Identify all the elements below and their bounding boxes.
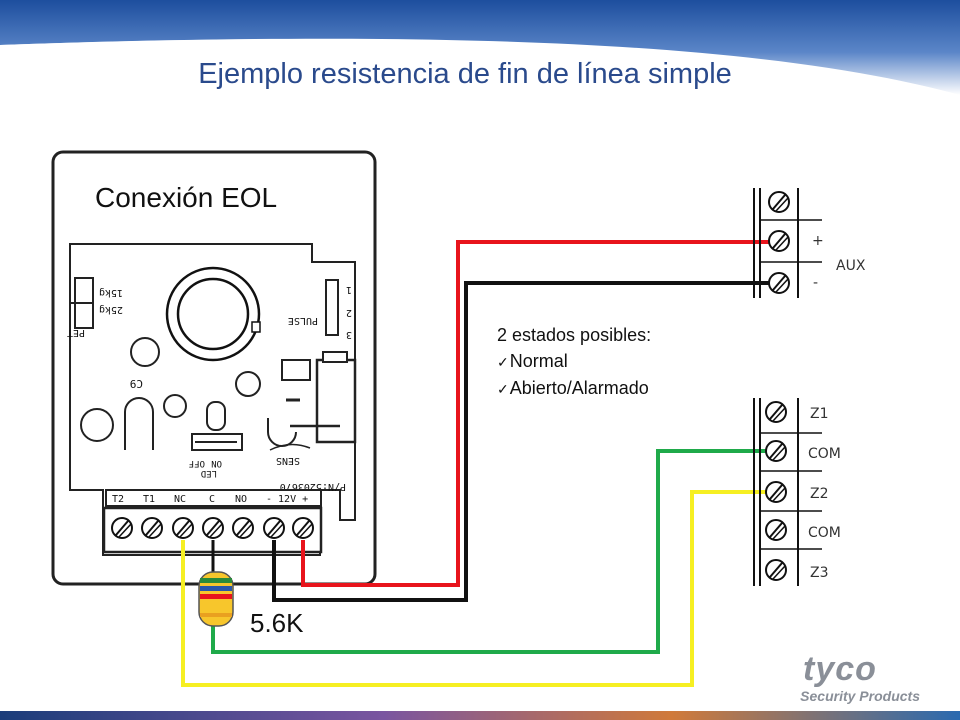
part-number-mark: P/N:5203670: [280, 481, 346, 492]
states-list: 2 estados posibles: Normal Abierto/Alarm…: [497, 322, 651, 402]
top-band: [0, 0, 960, 95]
wire-green: [211, 449, 772, 654]
terminal-label-nc: NC: [174, 494, 186, 505]
pulse-mark: PULSE: [288, 315, 318, 326]
zone-label-z2: Z2: [810, 486, 829, 502]
logo-brand: tyco: [803, 650, 877, 688]
states-heading: 2 estados posibles:: [497, 325, 652, 345]
zone-label-z1: Z1: [810, 406, 829, 422]
aux-label: AUX: [836, 258, 866, 274]
pulse-number-2: 2: [346, 307, 352, 318]
sens-mark: SENS: [276, 455, 300, 466]
pulse-number-1: 1: [346, 284, 352, 295]
state-item-label: Normal: [509, 351, 568, 371]
pet-mark: PET: [67, 327, 85, 338]
aux-minus-label: -: [813, 275, 818, 291]
terminal-label-no: NO: [235, 494, 247, 505]
component-c9: [130, 337, 160, 367]
zone-terminal-block: [753, 398, 822, 586]
zone-label-com2: COM: [808, 525, 841, 541]
tyco-logo: tyco Security Products: [760, 652, 920, 704]
weight-25-mark: 25kg: [99, 304, 123, 315]
resistor-value: 5.6K: [250, 608, 304, 638]
state-item-normal: Normal: [497, 348, 651, 375]
logo-subtitle: Security Products: [800, 688, 920, 704]
component-keyhole: [124, 397, 154, 450]
terminal-label-c: C: [209, 494, 215, 505]
c9-mark: C9: [130, 377, 143, 390]
terminal-labels: T2 T1 NC C NO - 12V +: [112, 494, 308, 505]
wire-yellow: [181, 490, 772, 687]
state-item-alarm: Abierto/Alarmado: [497, 375, 651, 402]
eol-resistor: [198, 571, 234, 627]
led-on-mark: ON: [211, 458, 222, 468]
state-item-label: Abierto/Alarmado: [509, 378, 649, 398]
slide-title: Ejemplo resistencia de fin de línea simp…: [198, 58, 732, 90]
relay-module: [315, 358, 357, 444]
aux-terminal-block: [753, 188, 822, 298]
wire-red: [301, 240, 772, 587]
terminal-label-12v: - 12V +: [266, 494, 308, 505]
detector-label: Conexión EOL: [95, 182, 277, 213]
terminal-header: [105, 489, 322, 507]
bottom-bar: [0, 711, 960, 720]
pcb-outline: [69, 243, 356, 556]
top-band-swoosh: [0, 39, 960, 110]
led-off-mark: OFF: [189, 458, 205, 468]
pyro-sensor-inner: [176, 277, 250, 351]
terminal-label-t2: T2: [112, 494, 124, 505]
component-round-left: [80, 408, 114, 442]
zone-label-z3: Z3: [810, 565, 829, 581]
pulse-number-3: 3: [346, 329, 352, 340]
aux-plus-label: +: [812, 233, 824, 249]
component-rect-small: [281, 359, 311, 381]
zone-label-com1: COM: [808, 446, 841, 462]
terminal-label-t1: T1: [143, 494, 155, 505]
weight-15-mark: 15kg: [99, 287, 123, 298]
pulse-jumper: [325, 279, 339, 336]
wire-black: [272, 281, 772, 602]
led-mark: LED: [201, 468, 217, 478]
wires: [181, 240, 772, 687]
